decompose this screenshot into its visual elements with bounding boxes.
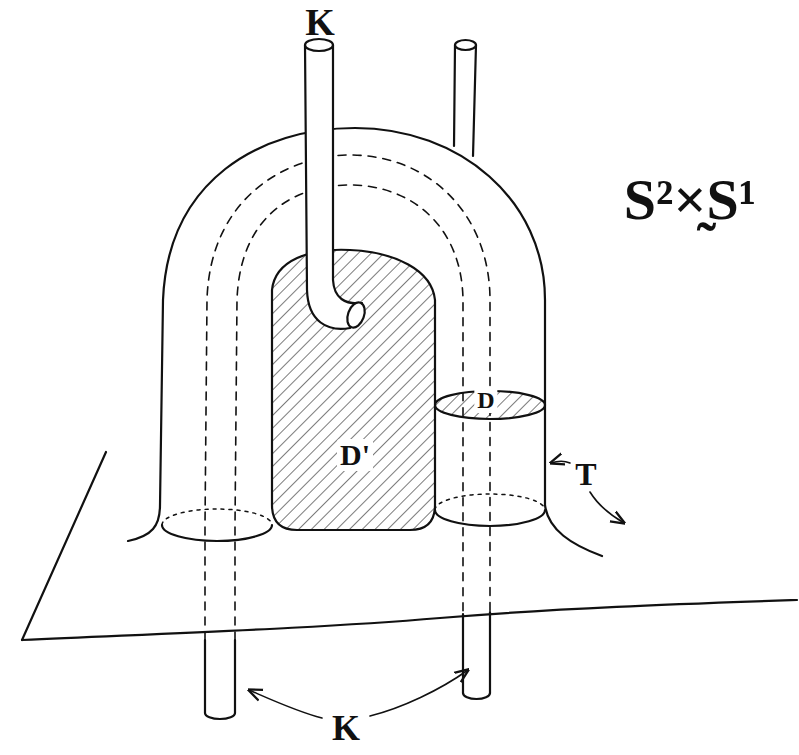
tube-label: T xyxy=(575,458,596,490)
tube-base xyxy=(435,510,545,526)
tube-base-hidden xyxy=(162,509,272,525)
tube-t xyxy=(128,128,602,556)
tube-base xyxy=(162,525,272,541)
plane-edge xyxy=(22,452,106,640)
knot-k-strand xyxy=(305,39,368,330)
knot-k-strand xyxy=(205,612,490,719)
knot-label: K xyxy=(305,3,335,41)
disk-label: D xyxy=(474,387,497,413)
tube-base-hidden xyxy=(435,494,545,510)
plane-edge xyxy=(22,600,797,640)
knot-k-strand xyxy=(454,40,476,156)
leader-arrow xyxy=(249,461,624,718)
disk-d-prime xyxy=(272,250,435,530)
disk-label: D' xyxy=(337,439,373,471)
knot-label: K xyxy=(332,710,360,746)
manifold-label: S²×̰S¹ xyxy=(624,171,756,229)
